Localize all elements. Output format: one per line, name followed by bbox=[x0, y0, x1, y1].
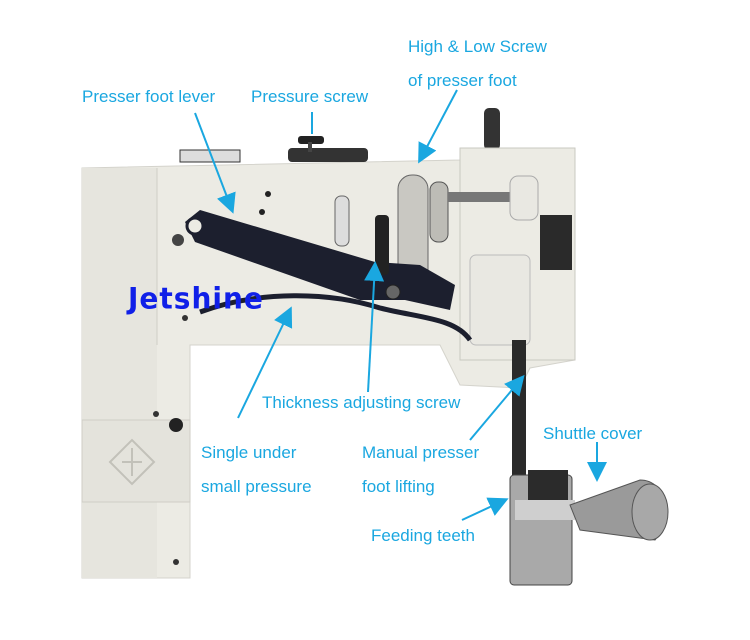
label-high-low-screw-line2: of presser foot bbox=[408, 71, 517, 90]
label-presser-foot-lever: Presser foot lever bbox=[82, 87, 216, 106]
label-high-low-screw-line1: High & Low Screw bbox=[408, 37, 547, 56]
callout-arrows bbox=[194, 89, 607, 521]
label-feeding-teeth: Feeding teeth bbox=[371, 526, 475, 545]
brand-watermark: Jetshine bbox=[128, 281, 264, 316]
machine-body bbox=[81, 108, 669, 586]
label-manual-presser-line1: Manual presser bbox=[362, 443, 480, 462]
label-shuttle-cover: Shuttle cover bbox=[543, 424, 643, 443]
label-manual-presser-line2: foot lifting bbox=[362, 477, 435, 496]
label-pressure-screw: Pressure screw bbox=[251, 87, 369, 106]
label-single-under-line2: small pressure bbox=[201, 477, 312, 496]
label-thickness-adjusting-screw: Thickness adjusting screw bbox=[262, 393, 461, 412]
label-single-under-line1: Single under bbox=[201, 443, 297, 462]
